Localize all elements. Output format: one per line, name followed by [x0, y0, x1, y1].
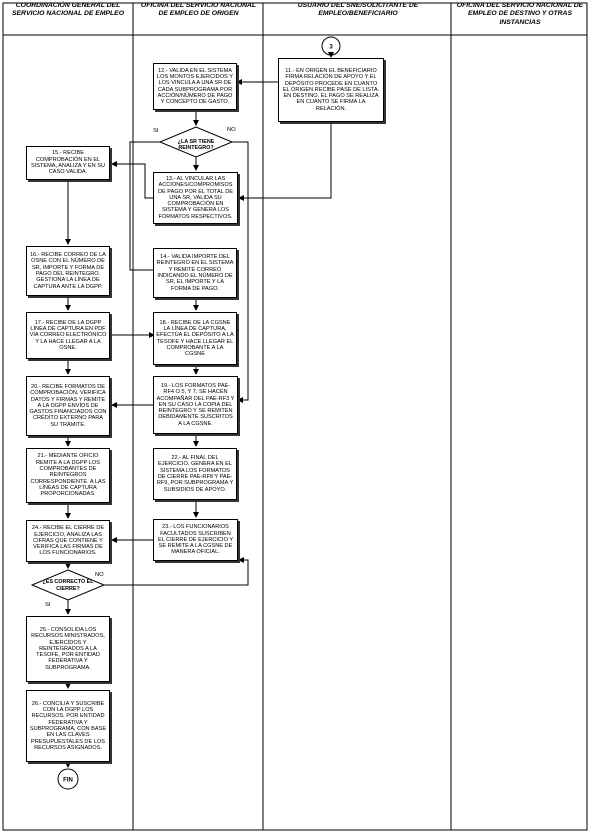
step-17-box: 17.- RECIBE DE LA DGPP LÍNEA DE CAPTURA …: [26, 312, 110, 359]
end-label: FIN: [63, 778, 73, 784]
step-22-box: 22.- AL FINAL DEL EJERCICIO, GENERA EN E…: [153, 448, 237, 500]
step-11-box: 11.- EN ORIGEN EL BENEFICIARIO FIRMA REL…: [278, 58, 384, 122]
step-12-box: 12.- VALIDA EN EL SISTEMA LOS MONTOS EJE…: [153, 63, 237, 110]
step-23-box: 23.- LOS FUNCIONARIOS FACULTADOS SUSCRIB…: [153, 519, 238, 561]
step-25-box: 25.- CONSOLIDA LOS RECURSOS MINISTRADOS,…: [26, 616, 110, 682]
step-26-box: 26.- CONCILIA Y SUSCRIBE CON LA DGPP LOS…: [26, 690, 110, 762]
step-18-box: 18.- RECIBE DE LA CGSNE LA LÍNEA DE CAPT…: [153, 312, 237, 365]
step-13-box: 13.- AL VINCULAR LAS ACCIONES/COMPROMISO…: [153, 172, 238, 224]
decision-reintegro-si: SI: [153, 128, 159, 134]
decision-cierre-label: ¿ES CORRECTO EL CIERRE?: [42, 579, 94, 592]
step-19-box: 19.- LOS FORMATOS PAE-RF4 O 5, Y 7, SE H…: [153, 376, 238, 434]
step-16-box: 16.- RECIBE CORREO DE LA OSNE CON EL NÚM…: [26, 246, 110, 296]
step-21-box: 21.- MEDIANTE OFICIO REMITE A LA DGPP LO…: [26, 448, 110, 503]
decision-reintegro-label: ¿LA SR TIENE REINTEGRO?: [177, 139, 215, 151]
step-14-box: 14.- VALIDA IMPORTE DEL REINTEGRO EN EL …: [153, 248, 237, 298]
lane-header-destino: OFICINA DEL SERVICIO NACIONAL DE EMPLEO …: [456, 2, 584, 26]
step-20-box: 20.- RECIBE FORMATOS DE COMPROBACIÓN, VE…: [26, 376, 110, 436]
lane-header-osne-origen: OFICINA DEL SERVICIO NACIONAL DE EMPLEO …: [140, 2, 257, 18]
decision-cierre-si: SI: [45, 602, 51, 608]
step-24-box: 24.- RECIBE EL CIERRE DE EJERCICIO, ANAL…: [26, 520, 110, 562]
end-circle: [57, 768, 79, 790]
flow-arrows: [65, 52, 334, 768]
decision-cierre-no: NO: [95, 572, 104, 578]
step-15-box: 15.- RECIBE COMPROBACIÓN EN EL SISTEMA, …: [26, 146, 110, 180]
decision-reintegro-no: NO: [227, 127, 236, 133]
connector-label: 3: [329, 45, 333, 51]
lane-header-usuario: USUARIO DEL SNE/SOLICITANTE DE EMPLEO/BE…: [297, 2, 419, 18]
lane-header-cgsne: COORDINACIÓN GENERAL DEL SERVICIO NACION…: [11, 2, 125, 18]
